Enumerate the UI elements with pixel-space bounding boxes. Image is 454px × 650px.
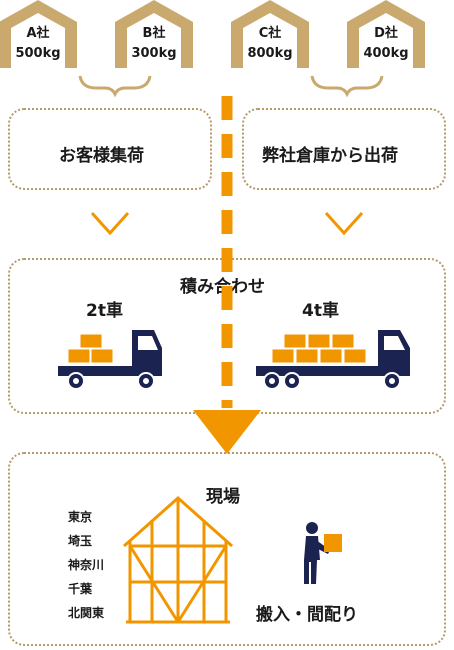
company-name: B社 bbox=[142, 26, 166, 41]
company-name: D社 bbox=[374, 26, 398, 41]
house-icon bbox=[347, 0, 425, 68]
region-label: 埼玉 bbox=[68, 534, 93, 548]
company-weight: 400kg bbox=[363, 46, 409, 61]
truck-small-icon bbox=[58, 330, 162, 390]
brace-group bbox=[78, 75, 384, 98]
worker-carrying-box-icon bbox=[304, 522, 342, 584]
delivery-label: 搬入・間配り bbox=[256, 605, 358, 625]
region-label: 北関東 bbox=[68, 606, 105, 620]
warehouse-box bbox=[242, 108, 446, 190]
truck-large-label: 4t車 bbox=[302, 301, 339, 321]
house-frame-icon bbox=[123, 495, 233, 624]
pickup-label: お客様集荷 bbox=[59, 146, 144, 166]
brace-right bbox=[310, 75, 384, 98]
region-label: 千葉 bbox=[68, 582, 93, 596]
warehouse-label: 弊社倉庫から出荷 bbox=[262, 146, 398, 166]
house-icon bbox=[115, 0, 193, 68]
region-label: 東京 bbox=[68, 510, 93, 524]
company-weight: 800kg bbox=[247, 46, 293, 61]
region-label: 神奈川 bbox=[68, 558, 105, 572]
company-name: C社 bbox=[258, 26, 282, 41]
truck-large-icon bbox=[256, 330, 410, 390]
houses-row bbox=[0, 0, 425, 68]
company-name: A社 bbox=[26, 26, 50, 41]
house-icon bbox=[231, 0, 309, 68]
chevron-down-icon bbox=[90, 211, 130, 236]
brace-left bbox=[78, 75, 152, 98]
house-icon bbox=[0, 0, 77, 68]
truck-small-label: 2t車 bbox=[86, 301, 123, 321]
site-title: 現場 bbox=[206, 487, 240, 507]
company-weight: 500kg bbox=[15, 46, 61, 61]
chevron-group bbox=[90, 211, 364, 236]
company-weight: 300kg bbox=[131, 46, 177, 61]
pickup-box bbox=[8, 108, 212, 190]
chevron-down-icon bbox=[324, 211, 364, 236]
